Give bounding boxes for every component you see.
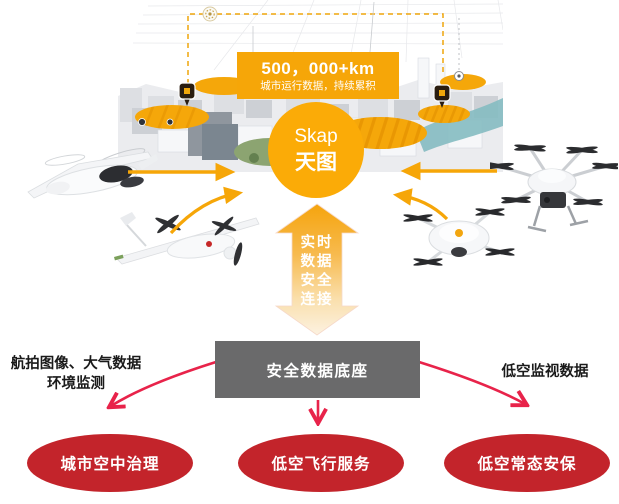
network-node-icon bbox=[202, 6, 218, 22]
hub-name: 天图 bbox=[295, 150, 337, 174]
mileage-value: 500，000+km bbox=[261, 58, 375, 78]
skap-hub-badge: Skap 天图 bbox=[268, 102, 364, 198]
map-dot-icon bbox=[138, 118, 146, 126]
flow-line-4: 连接 bbox=[300, 292, 334, 308]
hexacopter-drone-icon bbox=[490, 144, 618, 233]
flow-line-3: 安全 bbox=[300, 273, 334, 289]
map-pin-icon bbox=[433, 84, 451, 108]
mileage-stats-box: 500，000+km 城市运行数据，持续累积 bbox=[237, 52, 399, 99]
hub-brand: Skap bbox=[294, 125, 338, 147]
outcome-low-altitude-flight-service: 低空飞行服务 bbox=[238, 434, 404, 492]
data-foundation-label: 安全数据底座 bbox=[266, 362, 369, 380]
flow-line-2: 数据 bbox=[300, 254, 334, 270]
map-dot-icon bbox=[166, 118, 174, 126]
left-data-note-line1: 航拍图像、大气数据 bbox=[10, 356, 142, 372]
outcome-low-altitude-security: 低空常态安保 bbox=[444, 434, 610, 492]
left-data-note: 航拍图像、大气数据 环境监测 bbox=[0, 354, 152, 394]
right-data-note: 低空监视数据 bbox=[501, 364, 589, 380]
flow-line-1: 实时 bbox=[300, 235, 334, 251]
mileage-subtitle: 城市运行数据，持续累积 bbox=[260, 79, 376, 92]
map-pin-icon bbox=[178, 82, 196, 106]
data-link-dashed-path bbox=[187, 13, 444, 93]
flow-arrow-label: 实时 数据 安全 连接 bbox=[277, 234, 357, 310]
small-node-icon bbox=[454, 71, 464, 81]
quadcopter-drone-icon bbox=[403, 208, 515, 266]
left-data-note-line2: 环境监测 bbox=[47, 376, 105, 392]
fixed-wing-drone-icon bbox=[114, 212, 260, 266]
outcome-city-air-governance: 城市空中治理 bbox=[27, 434, 193, 492]
river bbox=[416, 98, 503, 152]
evtol-aircraft-icon bbox=[27, 148, 158, 199]
data-foundation-box: 安全数据底座 bbox=[215, 341, 420, 398]
